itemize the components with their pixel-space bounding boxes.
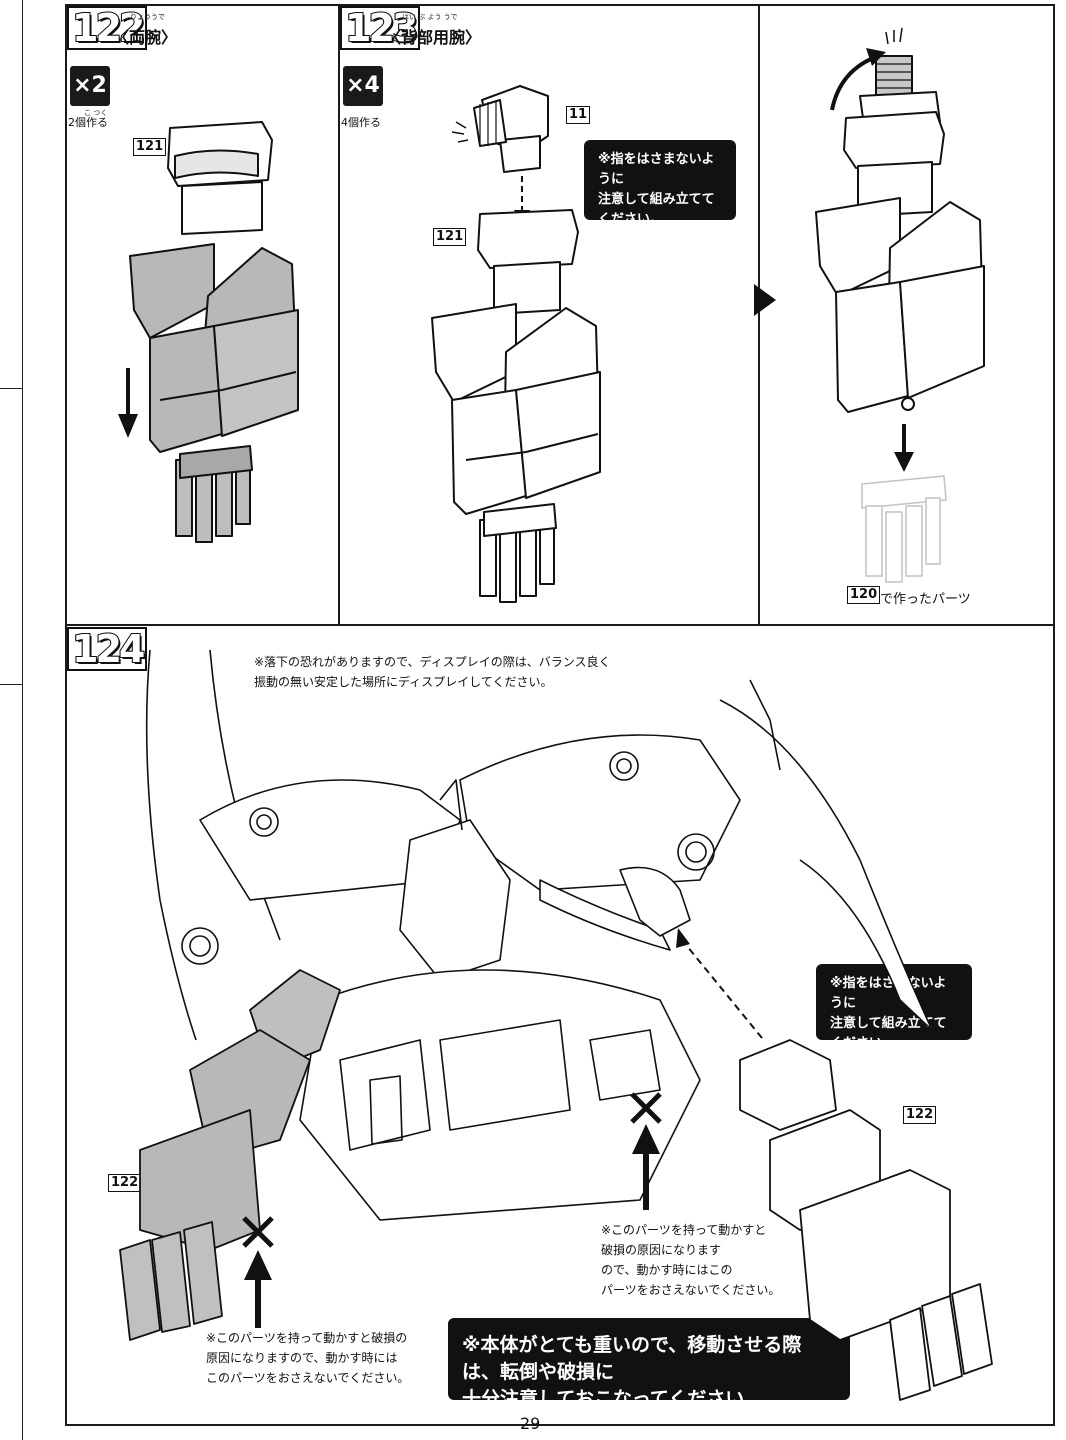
step-124-warning-box: ※本体がとても重いので、移動させる際は、転倒や破損に 十分注意しておこなってくだ… xyxy=(448,1318,850,1410)
row-divider xyxy=(65,624,1055,626)
step-124-model-illustration xyxy=(145,649,933,1221)
arrow-down-icon xyxy=(118,368,138,438)
page-number: 29 xyxy=(520,1414,541,1433)
step-122-number: 122 xyxy=(67,6,148,50)
step-122-multiplier: ×2 xyxy=(70,66,110,106)
arrow-up-icon xyxy=(244,1250,272,1328)
step-122-part-label: 121 xyxy=(133,138,167,156)
step-122-make-count: 2個作る xyxy=(68,116,108,129)
step-123-make-count: 4個作る xyxy=(341,116,381,129)
col-divider-2 xyxy=(758,4,760,624)
step-123-number: 123 xyxy=(340,6,421,50)
step-124-left-arm-illustration xyxy=(119,969,341,1341)
step-123-part-11-illustration xyxy=(451,85,549,173)
step-122-arm-illustration xyxy=(129,121,299,543)
col-divider-1 xyxy=(338,4,340,624)
x-mark-icon xyxy=(630,1092,662,1124)
step-123-caution-box: ※指をはさまないように 注意して組み立てて ください。 xyxy=(584,140,736,227)
step-124-note-left: ※このパーツを持って動かすと破損の 原因になりますので、動かす時には このパーツ… xyxy=(206,1331,410,1385)
step-124-note-center: ※このパーツを持って動かすと 破損の原因になります ので、動かす時にはこの パー… xyxy=(601,1223,781,1297)
step-123-part-label-body: 121 xyxy=(433,228,467,246)
x-mark-icon xyxy=(242,1216,274,1248)
step-122-make-furigana: こ つく xyxy=(84,109,108,117)
step-122-title-furigana: りょううで xyxy=(130,13,165,21)
step-123-assembled-illustration xyxy=(815,55,985,413)
page-frame xyxy=(65,4,1055,1426)
step-123-multiplier: ×4 xyxy=(343,66,383,106)
arrow-up-icon xyxy=(632,1124,660,1210)
arrow-right-icon xyxy=(754,284,776,316)
step-123-result-part: 120 xyxy=(847,586,881,604)
step-124-part-label-right: 122 xyxy=(903,1106,937,1124)
step-124-number: 124 xyxy=(67,627,148,671)
step-122-title: 〈両腕〉 xyxy=(113,28,178,47)
step-124-display-note: ※落下の恐れがありますので、ディスプレイの際は、バランス良く 振動の無い安定した… xyxy=(254,655,611,689)
step-123-arm-illustration xyxy=(431,209,601,603)
step-123-title: 〈背部用腕〉 xyxy=(385,28,482,47)
step-123-result-caption: で作ったパーツ xyxy=(880,592,971,607)
step-123-part-120-illustration xyxy=(861,475,947,583)
step-124-right-arm-illustration xyxy=(739,1039,993,1401)
arrow-down-icon xyxy=(894,424,914,472)
step-123-title-furigana: はい ぶ よう うで xyxy=(402,13,458,21)
step-123-part-label-top: 11 xyxy=(566,106,591,124)
arrow-curved-icon xyxy=(830,48,886,111)
page-edge-left xyxy=(0,0,23,1440)
